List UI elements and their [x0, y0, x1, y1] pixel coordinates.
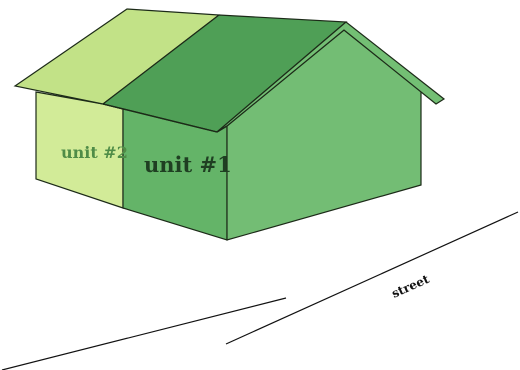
roof-fascia-left	[102, 103, 218, 133]
street-line-upper	[225, 211, 519, 345]
roof-fascia-front	[216, 125, 228, 133]
street-label: street	[390, 272, 432, 301]
street-line-lower	[1, 297, 287, 370]
unit-1-label: unit #1	[144, 152, 232, 177]
street	[1, 211, 519, 370]
unit-2-label: unit #2	[61, 143, 128, 162]
